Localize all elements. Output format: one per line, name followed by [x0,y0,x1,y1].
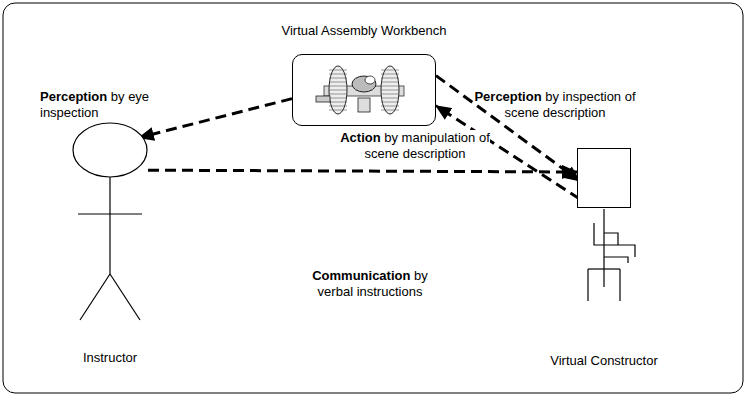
robot-box: Virtual Constructor [577,148,631,208]
dashed-arrow [139,99,292,138]
workbench-box: Virtual Assembly Workbench [292,54,436,126]
robot-body [548,149,668,309]
edge-label-box: Perception by eye inspection [40,89,170,121]
edge-label: Perception by inspection of scene descri… [474,89,635,120]
frame-border [3,3,743,393]
instructor-head: Instructor [72,122,148,178]
node-label: Instructor [83,350,137,366]
stick-figure [72,122,148,362]
dashed-arrow [148,170,577,172]
keyword: Action [340,130,380,145]
node-title: Virtual Assembly Workbench [282,23,447,39]
gear-illustration [293,55,435,125]
edge-label: Communication by verbal instructions [312,268,428,299]
keyword: Perception [474,89,541,104]
edge-label-box: Perception by inspection of scene descri… [470,89,640,121]
edge-label: Perception by eye inspection [40,89,149,120]
edge-label-box: Action by manipulation of scene descript… [335,130,495,162]
edge-label: Action by manipulation of scene descript… [340,130,490,161]
keyword: Communication [312,268,410,283]
node-label: Virtual Constructor [550,353,657,369]
keyword: Perception [40,89,107,104]
edge-label-box: Communication by verbal instructions [300,268,440,300]
